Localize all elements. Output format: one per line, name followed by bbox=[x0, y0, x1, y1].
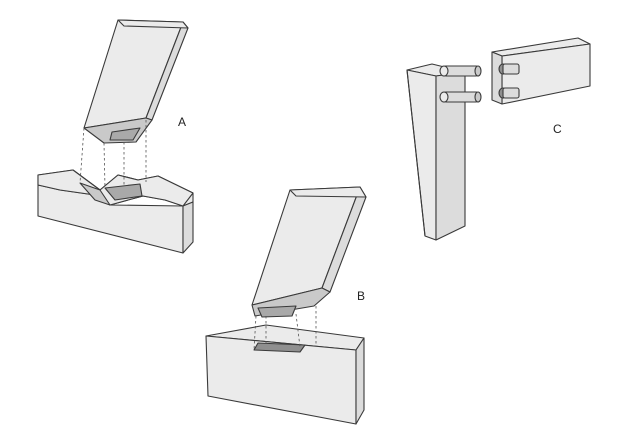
joint-c: C bbox=[406, 37, 591, 241]
joint-b-guides bbox=[253, 306, 317, 351]
label-a: A bbox=[178, 115, 186, 129]
joint-a-tenon bbox=[109, 127, 141, 141]
joint-b-post bbox=[251, 186, 367, 318]
joint-c-upright bbox=[406, 63, 466, 241]
joint-a-notch-socket bbox=[104, 183, 143, 201]
joint-b-mortise bbox=[253, 342, 306, 353]
joint-b-base-block bbox=[205, 324, 365, 425]
joint-a-guides bbox=[79, 120, 147, 189]
joint-b: B bbox=[205, 186, 367, 425]
joint-a-notch-left bbox=[79, 182, 111, 206]
joint-a: A bbox=[37, 19, 194, 254]
joint-a-rafter bbox=[83, 19, 189, 144]
joint-c-rail bbox=[491, 37, 591, 105]
joint-c-dowels bbox=[439, 65, 482, 103]
joint-b-tenon bbox=[257, 305, 297, 318]
joint-a-base-block bbox=[37, 169, 194, 254]
label-b: B bbox=[357, 289, 365, 303]
dowel-lower bbox=[439, 91, 482, 103]
dowel-upper bbox=[439, 65, 482, 77]
label-c: C bbox=[553, 122, 562, 136]
